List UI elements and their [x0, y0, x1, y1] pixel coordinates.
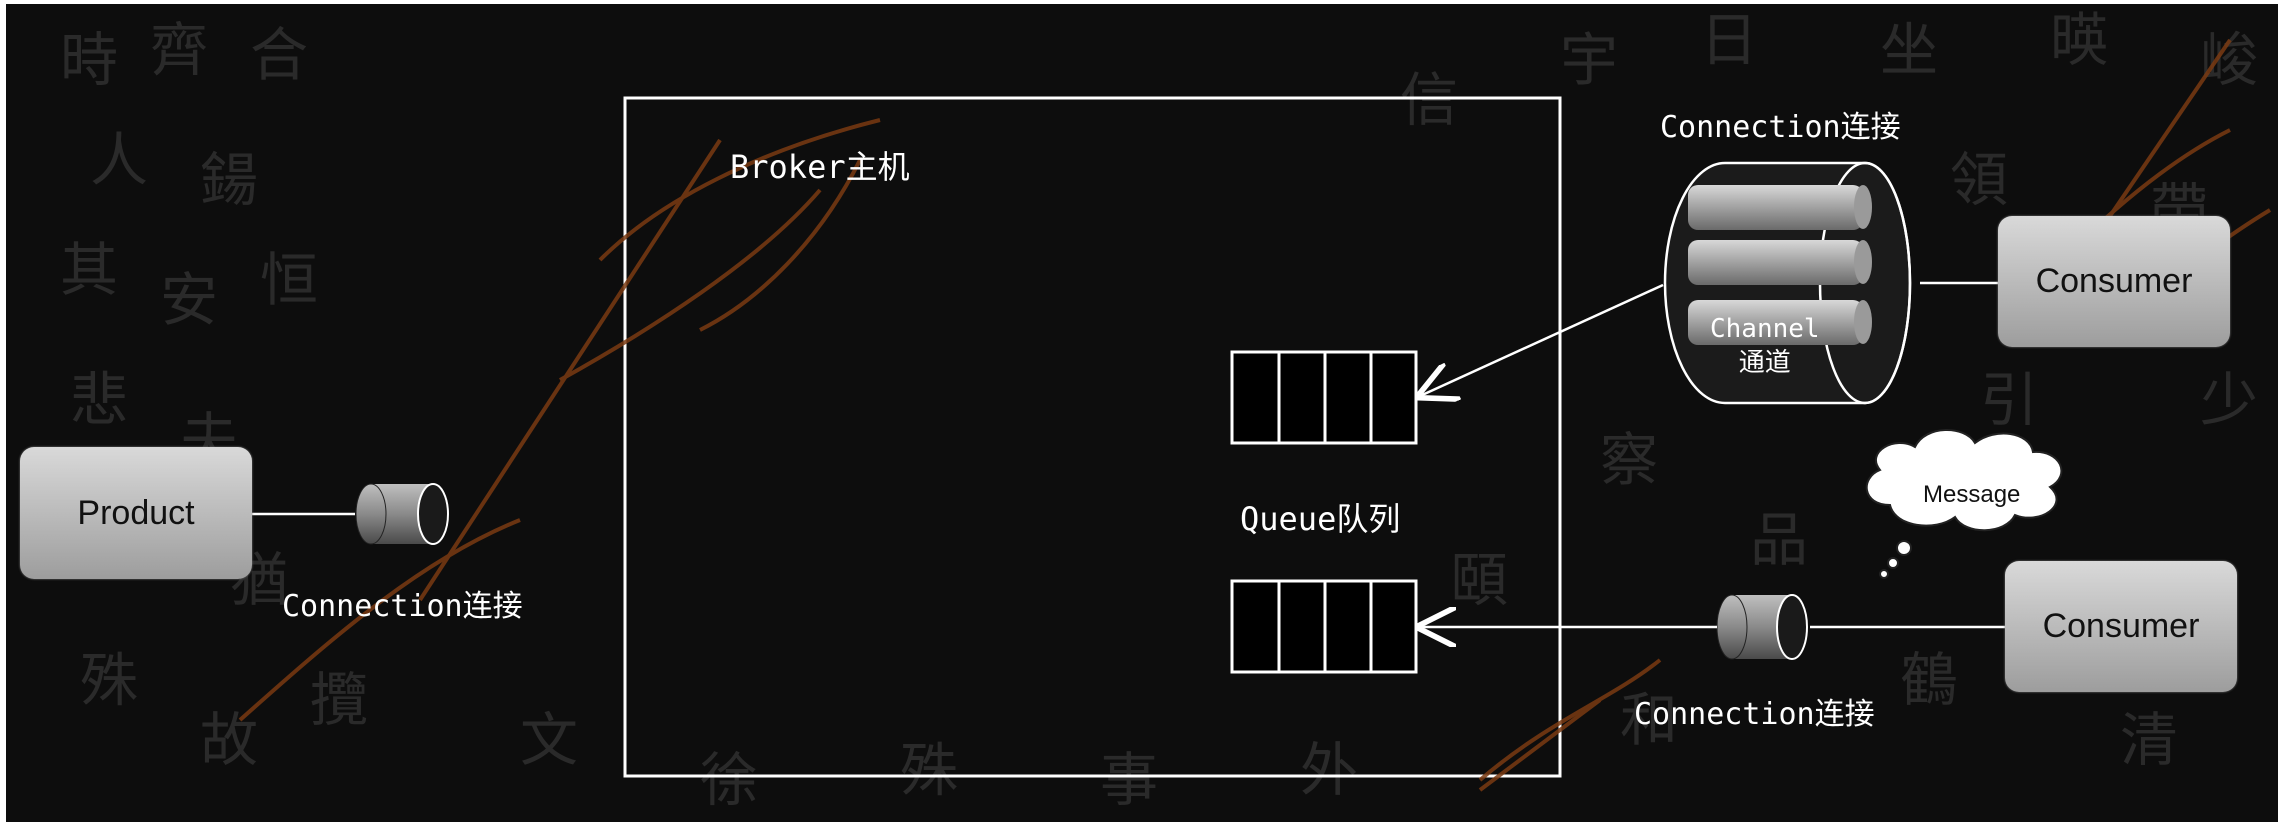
producer-label: Product	[77, 493, 195, 532]
svg-text:悲: 悲	[70, 366, 128, 434]
svg-text:故: 故	[200, 706, 258, 774]
consumer-top-connection-cylinder	[1663, 161, 1912, 405]
svg-text:察: 察	[1600, 426, 1658, 494]
channel-bar-1	[1688, 185, 1863, 230]
channel-label-line2: 通道	[1738, 348, 1791, 378]
svg-text:和: 和	[1620, 686, 1678, 754]
svg-text:合: 合	[250, 21, 308, 89]
svg-text:鍚: 鍚	[200, 146, 258, 214]
svg-text:日: 日	[1700, 6, 1758, 74]
channel-label: Channel 通道	[1710, 312, 1820, 380]
svg-text:恒: 恒	[260, 246, 318, 314]
svg-text:宇: 宇	[1560, 26, 1618, 94]
consumer-top-node: Consumer	[1998, 216, 2230, 347]
consumer-top-connection-label: Connection连接	[1660, 110, 1901, 145]
queue-top	[1230, 350, 1418, 445]
svg-text:人: 人	[90, 126, 148, 194]
svg-text:事: 事	[1100, 746, 1158, 814]
svg-text:清: 清	[2120, 706, 2178, 774]
svg-text:品: 品	[1750, 506, 1808, 574]
message-label: Message	[1923, 481, 2021, 508]
svg-text:其: 其	[60, 236, 118, 304]
svg-text:殊: 殊	[900, 736, 958, 804]
consumer-top-arrow	[1420, 283, 1664, 396]
broker-label: Broker主机	[730, 148, 910, 186]
svg-text:齊: 齊	[150, 16, 208, 84]
channel-bar-3	[1688, 300, 1863, 345]
broker-box	[623, 96, 1562, 778]
queue-label: Queue队列	[1240, 500, 1401, 538]
svg-text:坐: 坐	[1880, 16, 1938, 84]
svg-text:文: 文	[520, 706, 578, 774]
channel-bar-2	[1688, 240, 1863, 285]
consumer-top-label: Consumer	[2035, 262, 2193, 300]
svg-text:領: 領	[1950, 146, 2008, 214]
svg-text:信: 信	[1400, 66, 1458, 134]
svg-text:攬: 攬	[310, 666, 368, 734]
queue-bottom	[1230, 579, 1418, 674]
message-cloud	[1865, 429, 2063, 579]
svg-text:鶴: 鶴	[1900, 646, 1958, 714]
producer-node: Product	[20, 447, 252, 579]
consumer-bottom-node: Consumer	[2005, 561, 2237, 692]
svg-text:徐: 徐	[700, 746, 758, 814]
svg-text:峻: 峻	[2200, 26, 2258, 94]
calligraphy-background	[6, 4, 2278, 822]
svg-text:少: 少	[2200, 366, 2258, 434]
producer-connection-cylinder	[355, 483, 449, 545]
producer-connection-label: Connection连接	[282, 589, 523, 624]
svg-text:外: 外	[1300, 736, 1358, 804]
svg-text:殊: 殊	[80, 646, 138, 714]
consumer-bottom-connection-cylinder	[1716, 594, 1808, 660]
svg-text:時: 時	[60, 26, 118, 94]
channel-label-line1: Channel	[1710, 314, 1820, 344]
consumer-bottom-connection-label: Connection连接	[1634, 697, 1875, 732]
svg-text:暎: 暎	[2050, 6, 2108, 74]
consumer-bottom-label: Consumer	[2042, 607, 2200, 645]
svg-text:頤: 頤	[1450, 546, 1508, 614]
svg-text:安: 安	[160, 266, 218, 334]
svg-text:引: 引	[1980, 366, 2038, 434]
